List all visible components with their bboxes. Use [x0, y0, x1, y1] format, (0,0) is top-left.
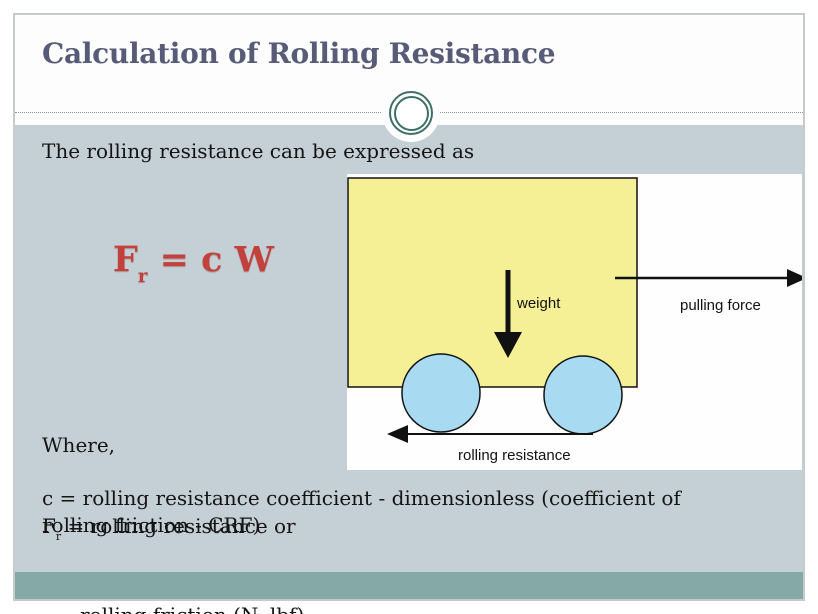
slide: Calculation of Rolling Resistance The ro…	[13, 13, 805, 614]
slide-title: Calculation of Rolling Resistance	[42, 37, 556, 70]
formula-rest: = c W	[147, 239, 274, 280]
coefficient-line1: c = rolling resistance coefficient - dim…	[42, 486, 681, 510]
coefficient-text: c = rolling resistance coefficient - dim…	[42, 485, 681, 539]
formula-base: F	[113, 239, 138, 280]
where-line2-rest: = rolling resistance or	[61, 514, 296, 538]
where-block: Where, Fr = rolling resistance or rollin…	[42, 378, 304, 614]
rolling-resistance-label: rolling resistance	[458, 447, 571, 464]
cart-diagram: weight pulling force rolling resistance	[347, 174, 802, 470]
weight-label: weight	[516, 295, 561, 312]
ornament-ring	[389, 91, 433, 135]
cart-body	[347, 177, 638, 388]
pulling-force-arrow-head	[787, 269, 802, 287]
formula-subscript: r	[137, 266, 148, 288]
wheel-left	[401, 353, 481, 433]
weight-arrow-head	[494, 332, 522, 358]
wheel-right	[543, 355, 623, 435]
formula: Fr = c W	[113, 239, 274, 288]
pulling-force-label: pulling force	[680, 297, 761, 314]
where-fr-subscript: r	[55, 530, 62, 544]
intro-text: The rolling resistance can be expressed …	[42, 139, 475, 163]
coefficient-line2: rolling friction - CRF)	[42, 513, 261, 537]
footer-bar	[15, 572, 803, 599]
where-line3: rolling friction (N, lbf)	[42, 602, 304, 614]
where-fr-base: F	[42, 514, 56, 538]
where-line2: Fr = rolling resistance or	[42, 513, 304, 548]
ornament-ring-inner	[393, 95, 429, 131]
where-line1: Where,	[42, 433, 116, 457]
rolling-resistance-arrow-head	[387, 425, 408, 443]
cart-diagram-svg: weight pulling force rolling resistance	[347, 177, 802, 464]
